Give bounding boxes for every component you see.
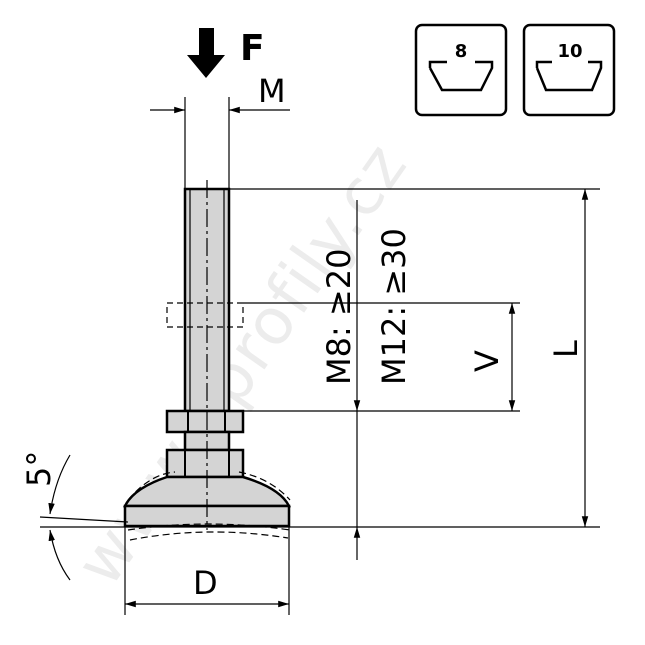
m8-min-label: M8: ≥20 — [320, 249, 358, 385]
slot-10-label: 10 — [557, 41, 582, 62]
slot-10-icon: 10 — [522, 23, 616, 117]
force-arrow-icon — [187, 28, 225, 78]
force-label: F — [240, 28, 265, 69]
thread-dim-label: M — [258, 72, 286, 110]
watermark: www.eprofily.cz — [62, 130, 422, 600]
diameter-dim-label: D — [193, 564, 218, 602]
adjust-dim-label: V — [468, 350, 506, 372]
m12-min-label: M12: ≥30 — [375, 228, 413, 385]
slot-8-icon: 8 — [414, 23, 508, 117]
slot-8-label: 8 — [455, 41, 468, 62]
angle-dim-label: 5° — [20, 451, 58, 487]
length-dim-label: L — [547, 340, 585, 358]
